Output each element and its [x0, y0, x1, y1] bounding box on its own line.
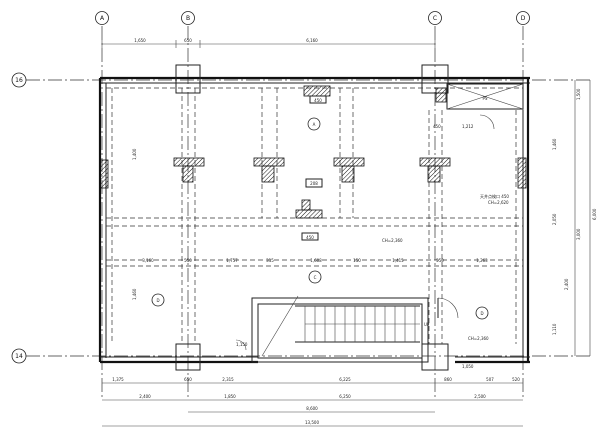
dim-bottom-2-1: 2,400: [139, 394, 151, 399]
dim-mid-1: 3,160: [142, 258, 154, 263]
beam-label-mid: 450: [306, 235, 314, 240]
door-right: [235, 114, 495, 351]
ps-label: PS: [483, 96, 488, 101]
dim-bottom-1-5: 860: [444, 377, 452, 382]
grid-bubble-a: A: [95, 11, 109, 25]
ceiling-height-main: CH=2,360: [382, 238, 403, 243]
grid-bubble-14: 14: [11, 348, 27, 364]
dim-bottom-1-6: 507: [486, 377, 494, 382]
ceiling-height-stair: CH=2,360: [468, 336, 489, 341]
hatched-elements: [99, 85, 527, 219]
dim-bottom-1-1: 1,375: [112, 377, 124, 382]
dim-top-2: 650: [184, 38, 192, 43]
grid-bubble-c-label: C: [433, 15, 437, 22]
section-marker-right-label: D: [480, 311, 483, 316]
mid-dimensions: 3,160 550 1,757 315 1,608 150 1,415 550 …: [142, 258, 488, 263]
dim-bottom-2-4: 2,500: [474, 394, 486, 399]
dim-mid-5: 1,608: [310, 258, 322, 263]
dim-bottom-3-1: 8,600: [306, 406, 318, 411]
dim-top-1: 1,650: [134, 38, 146, 43]
grid-bubble-16: 16: [11, 72, 27, 88]
dim-right-2: 3,000: [576, 228, 581, 240]
top-dimensions: 1,650 650 6,160: [101, 38, 436, 48]
grid-bubble-a-label: A: [100, 15, 105, 22]
grid-bubble-14-label: 14: [15, 353, 23, 360]
dim-mid-4: 315: [266, 258, 274, 263]
dim-bottom-2-3: 6,250: [339, 394, 351, 399]
dim-misc-8: 1,110: [552, 323, 557, 335]
dim-misc-3: 1,150: [236, 342, 248, 347]
dim-misc-10: 1,050: [462, 364, 474, 369]
dim-misc-6: 2,050: [552, 213, 557, 225]
section-marker-d-left-label: D: [156, 298, 159, 303]
dim-bottom-1-2: 650: [184, 377, 192, 382]
dim-mid-7: 1,415: [392, 258, 404, 263]
ps-shaft: PS: [446, 83, 524, 110]
dim-bottom-1-7: 520: [512, 377, 520, 382]
dim-misc-5: 1,460: [132, 288, 137, 300]
dim-misc-9: 2,400: [564, 278, 569, 290]
dim-misc-2: 450: [433, 124, 441, 129]
dim-mid-2: 550: [184, 258, 192, 263]
stair-up-label: UP: [424, 322, 430, 327]
dim-bottom-1-4: 6,225: [339, 377, 351, 382]
grid-bubble-c: C: [428, 11, 442, 25]
dim-bottom-1-3: 2,315: [222, 377, 234, 382]
section-marker-right: D: [475, 306, 489, 320]
dim-right-3: 6,000: [592, 208, 597, 220]
grid-bubble-d-label: D: [521, 15, 526, 22]
ceiling-inspection-ch: CH=2,620: [488, 200, 509, 205]
room-number: 208: [310, 181, 318, 186]
dim-right-1: 1,500: [576, 88, 581, 100]
dim-mid-8: 550: [436, 258, 444, 263]
bottom-dimensions: 1,375 650 2,315 6,225 860 507 520 2,400 …: [102, 377, 523, 427]
dim-top-3: 6,160: [306, 38, 318, 43]
dim-misc-7: 1,460: [552, 138, 557, 150]
dim-bottom-2-2: 1,850: [224, 394, 236, 399]
section-marker-a-label: A: [313, 122, 316, 127]
dim-misc-1: 1,212: [462, 124, 474, 129]
beam-label-top: 450: [314, 98, 322, 103]
dim-bottom-4-1: 13,500: [305, 420, 319, 425]
dim-misc-4: 1,400: [132, 148, 137, 160]
dim-mid-3: 1,757: [226, 258, 238, 263]
grid-bubble-b-label: B: [186, 15, 190, 22]
section-marker-c: C: [308, 270, 322, 284]
right-dimensions: 1,500 3,000 6,000: [574, 80, 597, 356]
dim-mid-6: 150: [353, 258, 361, 263]
grid-bubble-16-label: 16: [15, 77, 23, 84]
section-marker-c-label: C: [314, 275, 317, 280]
dim-mid-9: 1,263: [476, 258, 488, 263]
room-labels: 208 CH=2,360 天井点検口 450 CH=2,620 CH=2,360…: [301, 95, 509, 341]
misc-dimensions: 1,212 450 1,150 1,400 1,460 2,050 1,460 …: [132, 124, 569, 369]
ceiling-inspection-note: 天井点検口 450: [480, 193, 509, 199]
grid-bubble-b: B: [181, 11, 195, 25]
stair-treads: [304, 306, 420, 342]
section-marker-a: A: [307, 117, 321, 131]
section-marker-d-left: D: [151, 293, 165, 307]
grid-bubble-d: D: [516, 11, 530, 25]
stair: UP: [251, 295, 430, 363]
outer-walls: [98, 76, 530, 364]
